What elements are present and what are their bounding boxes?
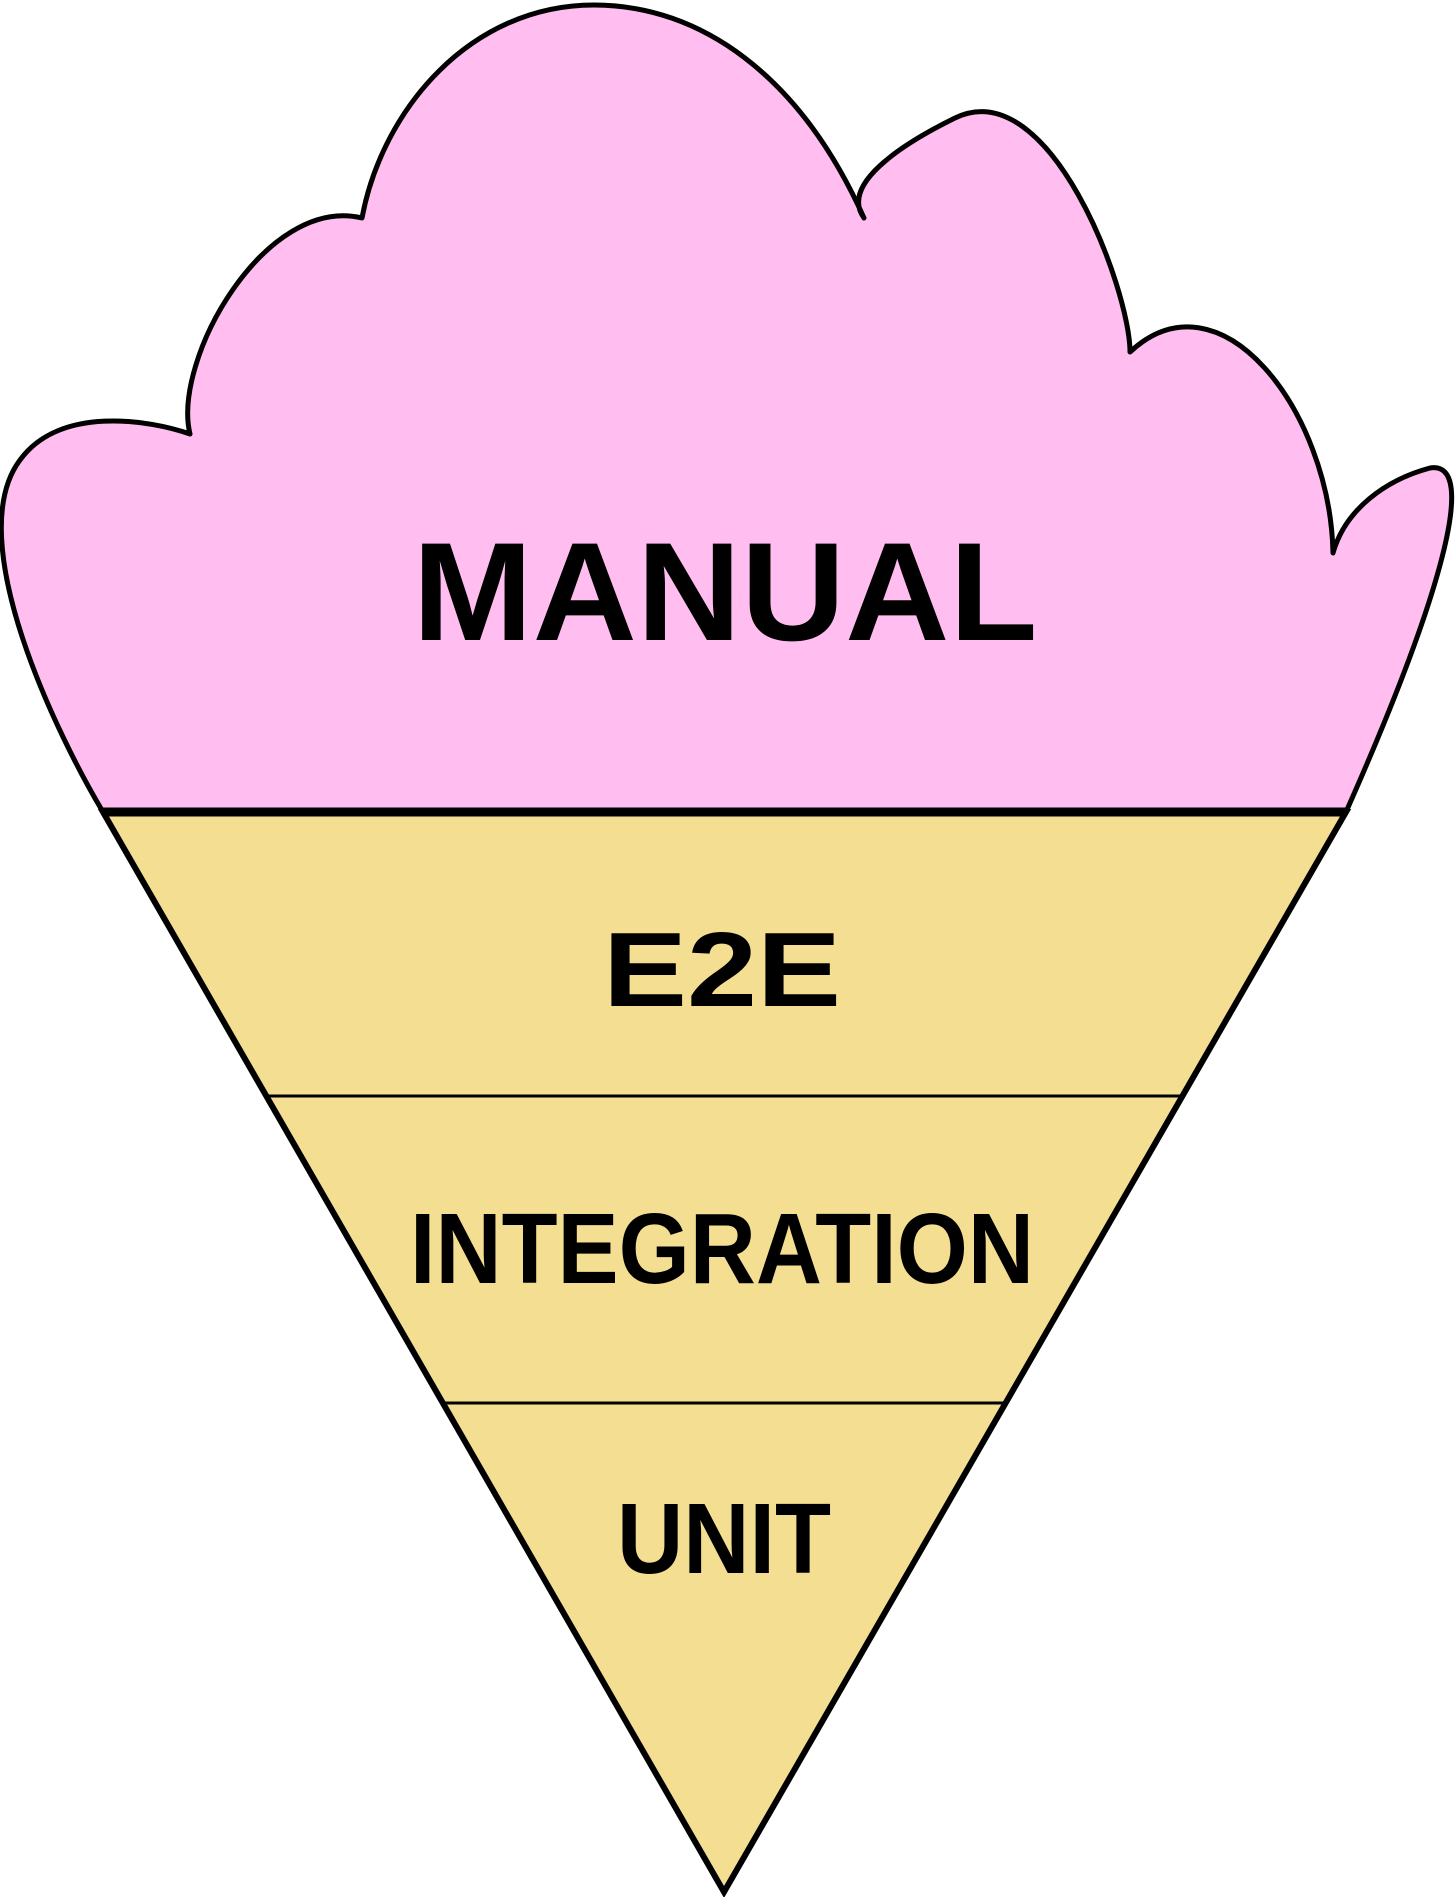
- layer-label-manual: MANUAL: [413, 513, 1038, 670]
- manual-cloud: [0, 2, 1455, 815]
- layer-label-unit: UNIT: [617, 1483, 831, 1595]
- layer-label-e2e: E2E: [603, 911, 841, 1029]
- layer-label-integration: INTEGRATION: [410, 1193, 1034, 1305]
